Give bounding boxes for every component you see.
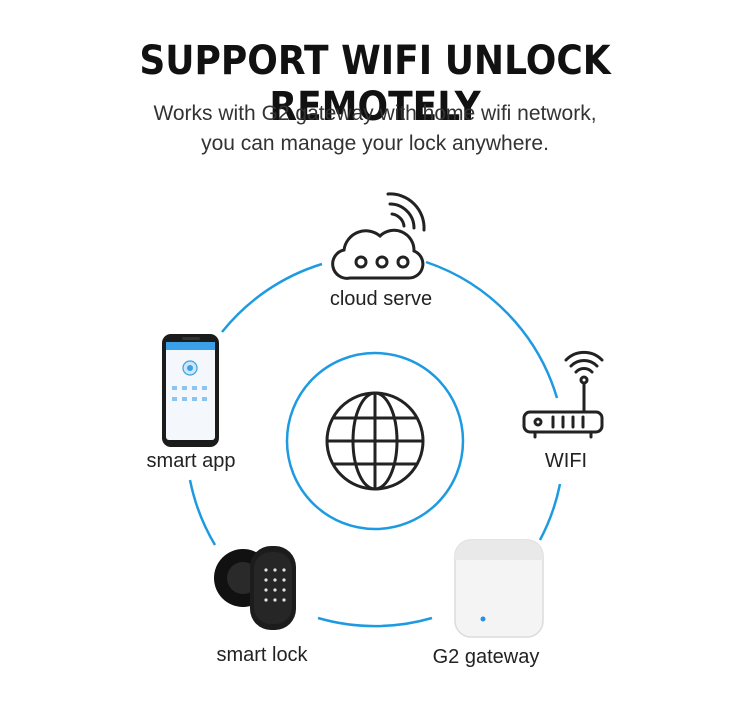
node-label-wifi: WIFI [544, 450, 588, 472]
globe-icon [325, 391, 425, 491]
cloud-icon [331, 192, 426, 280]
outer-ring [188, 260, 562, 628]
router-icon [522, 350, 604, 439]
node-label-gateway: G2 gateway [432, 646, 540, 668]
inner-ring [285, 351, 465, 531]
ring-arc-wifi-gateway [538, 483, 562, 541]
smart-lock-icon [214, 546, 296, 630]
subtitle-line-1: Works with G2 gateway with home wifi net… [153, 102, 597, 125]
subtitle-line-2: you can manage your lock anywhere. [201, 132, 549, 155]
phone-icon [162, 334, 219, 447]
node-label-lock: smart lock [216, 644, 308, 666]
ring-arc-lock-app [188, 479, 217, 546]
node-label-cloud: cloud serve [329, 288, 433, 310]
node-label-app: smart app [146, 450, 236, 472]
ring-arc-gateway-lock [317, 616, 433, 628]
ring-arc-app-cloud [221, 262, 323, 333]
gateway-icon [454, 539, 544, 638]
ring-arc-cloud-wifi [425, 260, 559, 399]
page-title: SUPPORT WIFI UNLOCK REMOTELY [139, 38, 611, 130]
